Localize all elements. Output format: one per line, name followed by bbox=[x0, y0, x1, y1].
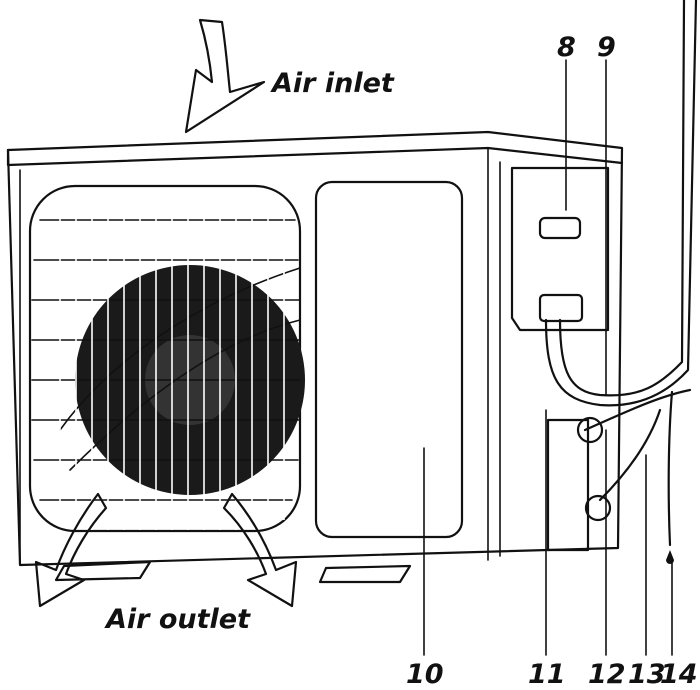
drain-hose bbox=[666, 390, 674, 564]
outdoor-unit-body bbox=[6, 130, 624, 567]
air-outlet-label: Air outlet bbox=[104, 604, 251, 635]
air-inlet-label: Air inlet bbox=[270, 68, 395, 99]
service-valves bbox=[546, 416, 612, 552]
connection-pipes bbox=[544, 0, 698, 502]
air-inlet-arrow bbox=[184, 18, 266, 134]
callout-12: 12 bbox=[588, 659, 626, 690]
callout-9: 9 bbox=[597, 32, 616, 63]
leader-lines bbox=[423, 59, 673, 656]
callout-10: 10 bbox=[406, 659, 444, 690]
callout-11: 11 bbox=[528, 659, 566, 690]
callout-13: 13 bbox=[628, 659, 666, 690]
callout-8: 8 bbox=[557, 32, 576, 63]
unit-feet bbox=[54, 560, 412, 584]
valve-cover bbox=[510, 166, 610, 332]
fan-grille bbox=[28, 184, 305, 533]
side-panel bbox=[314, 180, 464, 539]
callout-14: 14 bbox=[660, 659, 698, 690]
air-outlet-arrow-left bbox=[34, 492, 108, 608]
air-outlet-arrow-right bbox=[222, 492, 298, 608]
